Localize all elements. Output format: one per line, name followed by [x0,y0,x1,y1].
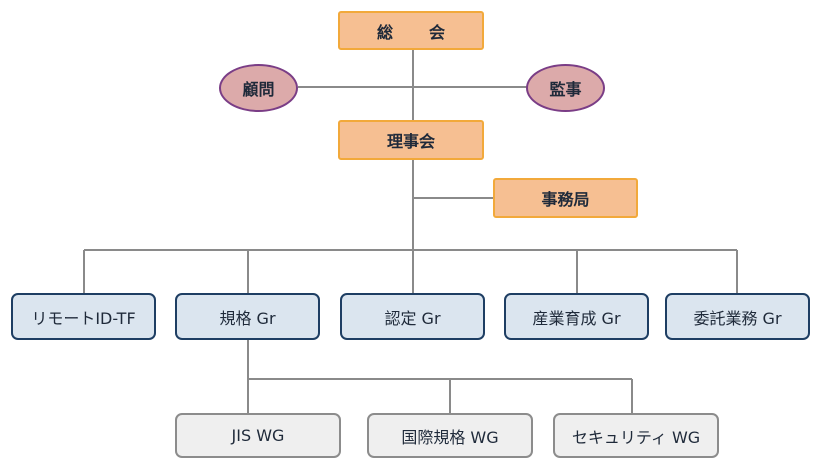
board-box: 理事会 [338,120,484,160]
group-sangyo-ikusei: 産業育成 Gr [504,293,649,340]
advisor-oval: 顧問 [219,64,298,112]
group-nintei: 認定 Gr [340,293,485,340]
auditor-oval: 監事 [526,64,605,112]
wg-jis: JIS WG [175,413,341,458]
group-kikaku: 規格 Gr [175,293,320,340]
group-remote-id-tf: リモートID-TF [11,293,156,340]
wg-security: セキュリティ WG [553,413,719,458]
wg-kokusai-kikaku: 国際規格 WG [367,413,533,458]
general-assembly-box: 総 会 [338,11,484,50]
group-itaku-gyomu: 委託業務 Gr [665,293,810,340]
secretariat-box: 事務局 [493,178,638,218]
